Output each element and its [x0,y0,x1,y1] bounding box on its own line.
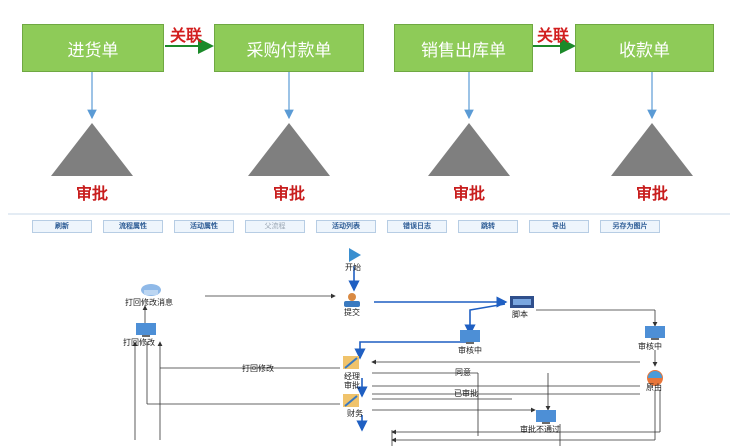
approval-label-1: 审批 [75,184,108,203]
node-start[interactable]: 开始 [345,263,361,272]
triangle-4 [611,123,693,176]
monitor-icon-left [460,330,480,344]
node-return-notice[interactable]: 打回修改消息 [125,298,173,307]
triangle-2 [248,123,330,176]
approval-label-2: 审批 [272,184,305,203]
edge-label-return: 打回修改 [242,364,274,373]
export-button[interactable]: 导出 [529,220,589,233]
error-log-button[interactable]: 错误日志 [387,220,447,233]
finance-icon [343,394,359,407]
activity-properties-button[interactable]: 活动属性 [174,220,234,233]
box-purchase-order: 进货单 [22,24,164,72]
process-properties-button[interactable]: 流程属性 [103,220,163,233]
box-sales-outbound: 销售出库单 [394,24,533,72]
relation-label-2: 关联 [537,26,570,45]
node-return-modify[interactable]: 打回修改 [123,338,155,347]
workflow-toolbar: 刷新 流程属性 活动属性 父流程 活动列表 错误日志 跳转 导出 另存为图片 [32,220,660,233]
start-icon [349,248,361,262]
parent-process-button[interactable]: 父流程 [245,220,305,233]
submit-icon [344,293,360,307]
reason-icon [647,370,663,386]
node-reason[interactable]: 原由 [646,383,662,392]
script-icon [510,296,534,308]
node-manager-line1[interactable]: 经理 [344,372,360,381]
activity-list-button[interactable]: 活动列表 [316,220,376,233]
triangle-1 [51,123,133,176]
node-review-left[interactable]: 审核中 [458,346,482,355]
notice-icon [141,284,161,296]
node-submit[interactable]: 提交 [344,308,360,317]
reject-icon [536,410,556,424]
box-receipt: 收款单 [575,24,714,72]
return-modify-icon [136,323,156,337]
manager-icon [343,356,359,369]
approval-label-3: 审批 [452,184,485,203]
approval-label-4: 审批 [635,184,668,203]
refresh-button[interactable]: 刷新 [32,220,92,233]
jump-button[interactable]: 跳转 [458,220,518,233]
relation-label-1: 关联 [170,26,203,45]
node-reject[interactable]: 审批不通过 [520,425,560,434]
node-script[interactable]: 脚本 [512,310,528,319]
edge-label-other: 已审批 [454,389,478,398]
box-purchase-payment: 采购付款单 [214,24,364,72]
monitor-icon-right [645,326,665,340]
node-manager-line2[interactable]: 审批 [344,381,360,390]
node-review-right[interactable]: 审核中 [638,342,662,351]
save-as-image-button[interactable]: 另存为图片 [600,220,660,233]
triangle-3 [428,123,510,176]
edge-label-agree: 同意 [455,368,471,377]
node-finance[interactable]: 财务 [347,409,363,418]
